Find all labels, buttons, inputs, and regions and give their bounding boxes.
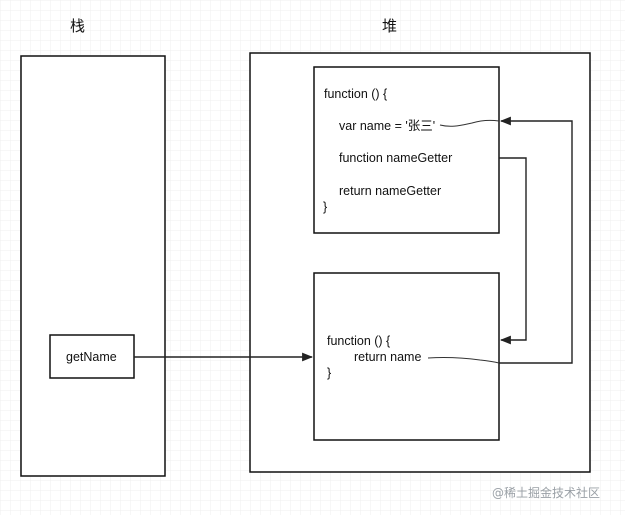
inner-function-line-1: function () {: [327, 334, 391, 348]
inner-function-line-2: return name: [354, 350, 422, 364]
inner-function-box: [313, 272, 500, 441]
arrow-namegetter-to-function: [499, 157, 527, 345]
getname-box: [49, 334, 135, 379]
stack-box: [20, 55, 166, 477]
squiggle-var-name: [439, 119, 500, 127]
outer-function-line-2: var name = '张三': [339, 119, 436, 133]
outer-function-line-4: return nameGetter: [339, 184, 442, 198]
heap-title: 堆: [382, 17, 398, 35]
outer-function-line-1: function () {: [324, 87, 388, 101]
arrow-name-reference: [499, 116, 573, 364]
squiggle-return-name: [427, 357, 500, 364]
stack-title: 栈: [70, 17, 86, 35]
outer-function-line-5: }: [323, 200, 328, 214]
inner-function-line-3: }: [327, 366, 332, 380]
outer-function-line-3: function nameGetter: [339, 151, 453, 165]
outer-function-box: [313, 66, 500, 234]
getname-label: getName: [66, 350, 117, 364]
watermark: @稀土掘金技术社区: [492, 486, 601, 500]
